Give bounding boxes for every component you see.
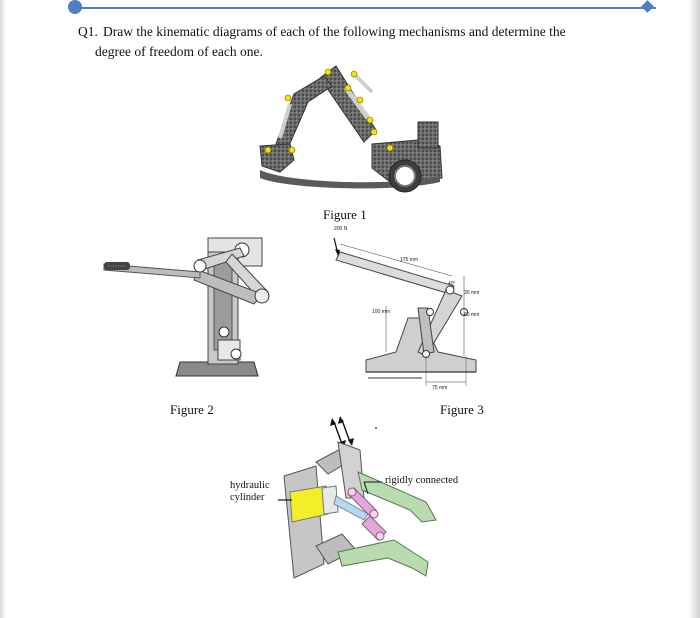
rule-start-dot [68,0,82,14]
page-shadow-right [688,0,700,618]
fig4-rigid-label: rigidly connected [385,475,459,486]
fig4-hydraulic-line2: cylinder [230,492,265,503]
figure-1-excavator [259,65,443,193]
fig3-dim-100: 100 mm [372,309,391,315]
rule-end-diamond [641,0,654,13]
header-rule [72,7,656,9]
question-number: Q1. [78,24,98,39]
fig3-force-label: 200 N [334,226,348,232]
fig3-dim-175: 175 mm [400,257,419,263]
question-line-1-text: Draw the kinematic diagrams of each of t… [103,24,566,39]
figure-2-toggle-clamp [103,237,270,377]
fig3-dim-75: 75 mm [432,385,448,391]
page-shadow-left [0,0,6,618]
question-text: Q1. Draw the kinematic diagrams of each o… [78,22,648,62]
fig4-hydraulic-line1: hydraulic [230,480,270,491]
fig4-hydraulic-cylinder-label: hydraulic cylinder [230,480,270,504]
fig3-angle: 40° [448,281,456,287]
fig3-dim-30: 30 mm [464,290,480,296]
figure-3-lever-mechanism [333,237,477,386]
question-line-2: degree of freedom of each one. [95,44,263,59]
figure-2-caption: Figure 2 [170,402,214,417]
figure-4-hydraulic-gripper [278,416,437,579]
figure-1-caption: Figure 1 [323,207,367,222]
figure-3-caption: Figure 3 [440,402,484,417]
question-line-1: Q1. Draw the kinematic diagrams of each o… [78,22,648,42]
fig3-dim-60: 60 mm [464,312,480,318]
